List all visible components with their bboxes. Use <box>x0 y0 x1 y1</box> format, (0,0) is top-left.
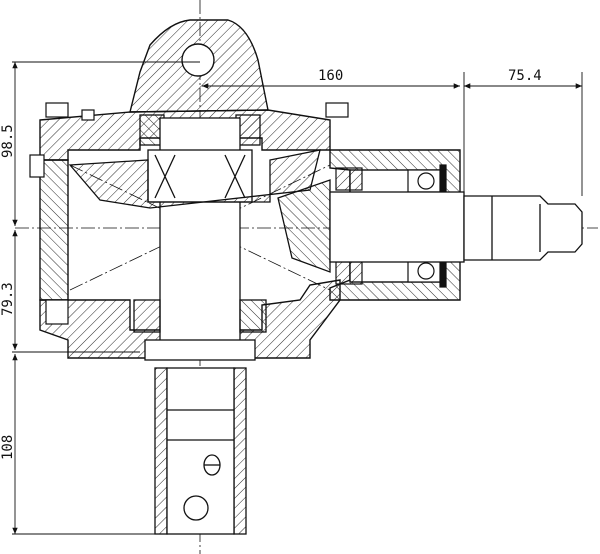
output-shaft <box>144 339 256 535</box>
vertical-shaft-assembly <box>133 114 267 359</box>
bolts <box>29 102 349 325</box>
output-shaft-collar <box>144 339 256 361</box>
large-bevel-gear <box>68 149 321 209</box>
spacer-sleeve <box>147 149 253 203</box>
horizontal-bearing-top <box>335 167 363 191</box>
bolt-top-mid <box>81 109 95 121</box>
dim-vertical-shaft: 108 <box>0 435 16 460</box>
output-sleeve-left <box>154 367 168 535</box>
pin-hole-lower <box>183 495 209 521</box>
spacer-cross-right <box>224 154 246 199</box>
dimension-lines <box>12 61 583 535</box>
output-sleeve-right <box>233 367 247 535</box>
horizontal-shaft-end <box>463 195 583 261</box>
bolt-top-right <box>325 102 349 118</box>
pinion-gear <box>277 179 331 273</box>
dim-bottom-height: 79.3 <box>0 282 16 316</box>
horizontal-bearing-bottom <box>335 261 363 285</box>
outer-bearing-ball-top <box>417 172 435 190</box>
horizontal-shaft <box>329 191 583 263</box>
bolt-side-left <box>29 154 45 178</box>
horizontal-shaft-body <box>329 191 465 263</box>
bolt-top-left <box>45 102 69 118</box>
lower-bearing-right <box>239 299 267 333</box>
lug-hole <box>181 43 215 77</box>
dim-horizontal-main: 160 <box>318 68 343 84</box>
bolt-bottom-left <box>45 299 69 325</box>
spacer-cross-left <box>154 154 176 199</box>
dim-top-height: 98.5 <box>0 124 16 158</box>
outer-bearing-ball-bottom <box>417 262 435 280</box>
dim-horizontal-shaft: 75.4 <box>508 68 542 84</box>
housing-left-wall <box>39 159 69 301</box>
lower-bearing-left <box>133 299 161 333</box>
